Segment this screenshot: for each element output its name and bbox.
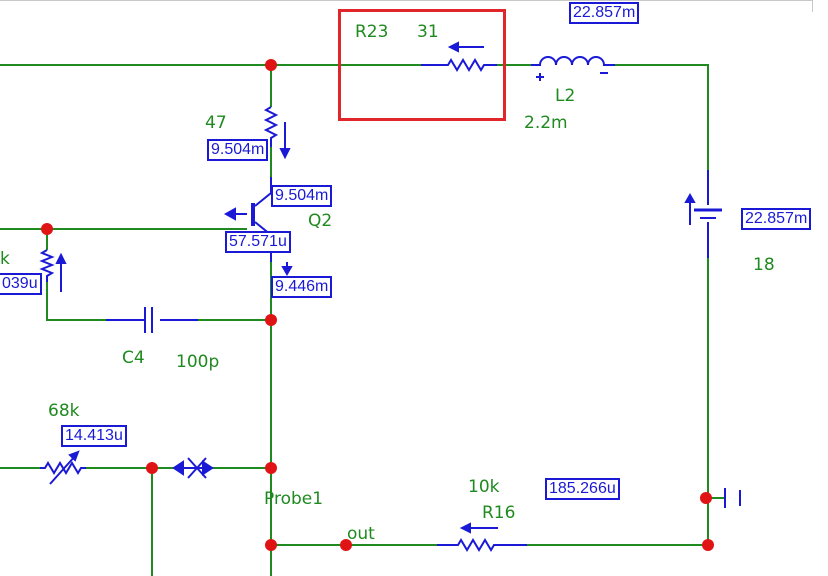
r47-resistor[interactable]	[263, 106, 291, 160]
r23-ref-label: R23	[355, 22, 389, 42]
r23-value-label: 31	[417, 22, 439, 42]
node	[265, 539, 277, 551]
node	[265, 462, 277, 474]
probe1-label: Probe1	[264, 489, 324, 509]
node	[265, 59, 277, 71]
c4-value-label: 100p	[176, 352, 220, 372]
q2-emitter-readout[interactable]: 9.446m	[271, 276, 333, 298]
out-net-label: out	[347, 524, 375, 544]
window-right-border	[812, 0, 813, 12]
l2-value-label: 2.2m	[524, 113, 568, 133]
node	[265, 314, 277, 326]
battery-value-label: 18	[753, 255, 775, 275]
r23-resistor[interactable]	[421, 41, 497, 72]
l2-ref-label: L2	[555, 86, 576, 106]
battery-18v[interactable]	[684, 170, 722, 258]
node	[702, 539, 714, 551]
left-pot-readout[interactable]: 039u	[0, 273, 42, 295]
right-probe-tick[interactable]	[724, 488, 741, 508]
r16-value-label: 10k	[468, 477, 500, 497]
window-top-border	[0, 0, 812, 1]
junction-nodes	[41, 59, 714, 551]
r68k-value-label: 68k	[48, 401, 80, 421]
r16-ref-label: R16	[482, 503, 516, 523]
highlight-selection-box	[338, 9, 506, 121]
node	[340, 539, 352, 551]
top-current-readout[interactable]: 22.857m	[569, 2, 640, 24]
q2-collector-readout[interactable]: 9.504m	[271, 185, 333, 207]
l2-inductor[interactable]	[531, 56, 615, 81]
r68k-readout[interactable]: 14.413u	[61, 425, 127, 447]
q2-ref-label: Q2	[308, 211, 333, 231]
c4-ref-label: C4	[122, 348, 145, 368]
r16-readout[interactable]: 185.266u	[545, 478, 620, 500]
r68k-resistor[interactable]	[40, 450, 86, 485]
node	[41, 223, 53, 235]
node	[146, 462, 158, 474]
r16-resistor[interactable]	[437, 522, 527, 552]
q2-base-readout[interactable]: 57.571u	[225, 231, 291, 253]
battery-current-readout[interactable]: 22.857m	[741, 208, 812, 230]
probe-switch[interactable]	[172, 457, 214, 479]
left-potentiometer[interactable]	[39, 249, 67, 292]
r47-value-label: 47	[205, 113, 227, 133]
left-pot-value-label: k	[0, 249, 10, 269]
c4-capacitor[interactable]	[106, 307, 198, 333]
node	[700, 492, 712, 504]
r47-current-readout[interactable]: 9.504m	[207, 139, 269, 161]
